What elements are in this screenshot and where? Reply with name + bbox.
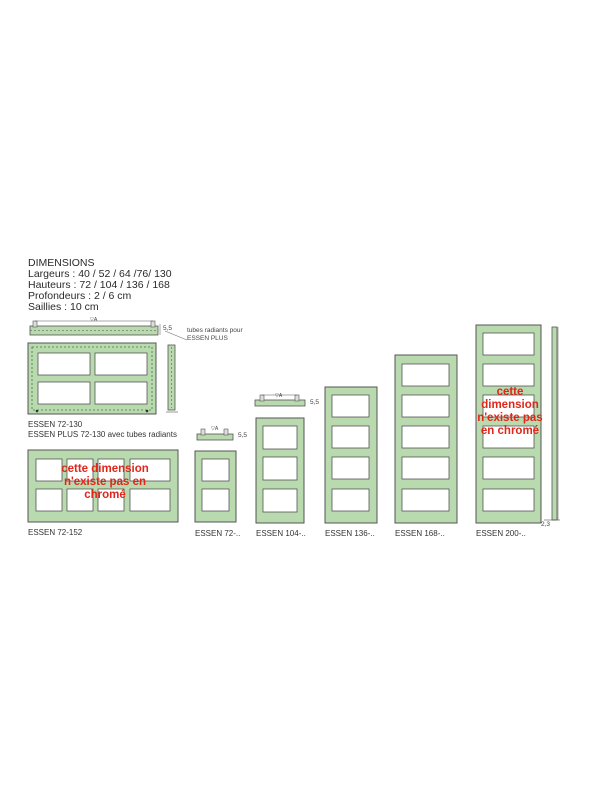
essen-168-front-view — [394, 354, 458, 524]
essen-200-front-view — [475, 324, 542, 524]
label-essen-plus: ESSEN PLUS 72-130 avec tubes radiants — [28, 430, 177, 439]
essen-72-top-view: ▽A — [196, 426, 234, 441]
dim-5-5-b: 5,5 — [238, 432, 248, 439]
label-essen-104: ESSEN 104-.. — [256, 529, 306, 538]
note-not-in-chrome-right: cette dimension n'existe pas en chromé — [477, 386, 543, 437]
label-essen-72-130: ESSEN 72-130 — [28, 420, 83, 429]
essen-72-130-side-view — [164, 330, 188, 413]
note-not-in-chrome-left: cette dimension n'existe pas en chromé — [61, 463, 149, 501]
dimensions-title: DIMENSIONS — [28, 257, 95, 269]
heights-line: Hauteurs : 72 / 104 / 136 / 168 — [28, 279, 170, 291]
svg-text:▽A: ▽A — [211, 426, 219, 432]
tubes-note: tubes radiants pour — [187, 327, 243, 334]
label-essen-72-152: ESSEN 72-152 — [28, 528, 83, 537]
depths-line: Profondeurs : 2 / 6 cm — [28, 290, 132, 302]
svg-text:▽A: ▽A — [275, 393, 283, 399]
essen-72-130-top-view: ▽A — [29, 317, 161, 336]
essen-104-front-view — [255, 417, 305, 524]
dim-5-5-a: 5,5 — [163, 325, 173, 332]
projection-line: Saillies : 10 cm — [28, 301, 99, 313]
widths-line: Largeurs : 40 / 52 / 64 /76/ 130 — [28, 268, 172, 280]
label-essen-200: ESSEN 200-.. — [476, 529, 526, 538]
label-essen-72: ESSEN 72-.. — [195, 529, 241, 538]
essen-72-152-front-view — [27, 449, 179, 523]
essen-200-side-view — [544, 326, 560, 521]
essen-136-front-view — [324, 386, 378, 524]
dim-2-3: 2,3 — [541, 521, 551, 528]
essen-72-130-front-view — [27, 342, 157, 415]
label-essen-168: ESSEN 168-.. — [395, 529, 445, 538]
label-essen-136: ESSEN 136-.. — [325, 529, 375, 538]
dim-5-5-c: 5,5 — [310, 399, 320, 406]
dimensions-spec-block: DIMENSIONS Largeurs : 40 / 52 / 64 /76/ … — [28, 258, 172, 313]
svg-text:▽A: ▽A — [90, 317, 98, 323]
essen-72-front-view — [194, 450, 237, 523]
essen-104-top-view: ▽A — [254, 393, 306, 407]
tubes-note-line2: ESSEN PLUS — [187, 335, 228, 342]
